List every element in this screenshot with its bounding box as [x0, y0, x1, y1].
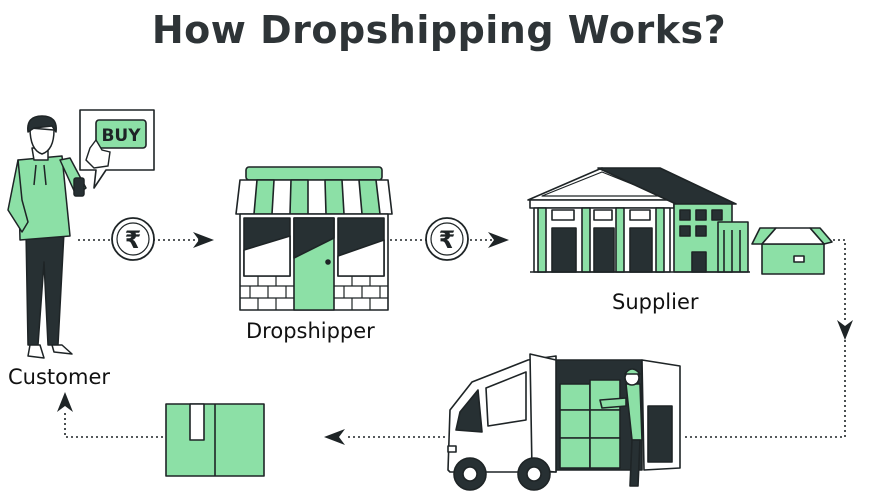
- warehouse-icon: [527, 167, 750, 273]
- shop-icon: [235, 166, 393, 311]
- supplier-label: Supplier: [612, 290, 699, 314]
- flow-van-to-box: [685, 335, 846, 438]
- rupee-symbol: ₹: [439, 226, 456, 254]
- customer-figure: [7, 115, 87, 359]
- arrow-up: [57, 392, 73, 412]
- dropshipper-label: Dropshipper: [246, 319, 375, 343]
- arrow-right-1: [193, 232, 214, 248]
- rupee-symbol: ₹: [125, 226, 142, 254]
- rupee-icon: ₹: [425, 217, 469, 261]
- rupee-icon: ₹: [111, 217, 155, 261]
- flow-supplier-to-van: [828, 239, 846, 320]
- arrow-left: [324, 429, 345, 445]
- closed-box-icon: [165, 403, 265, 477]
- buy-button-label: BUY: [101, 126, 141, 146]
- open-box-icon: [751, 227, 833, 275]
- flow-lines: [64, 239, 846, 438]
- page-title: How Dropshipping Works?: [151, 8, 727, 52]
- buy-bubble-icon: BUY: [79, 109, 155, 189]
- delivery-van-icon: [447, 353, 681, 491]
- arrow-right-2: [488, 232, 509, 248]
- arrow-down: [837, 320, 853, 340]
- flow-box-to-customer: [64, 410, 163, 438]
- customer-label: Customer: [8, 365, 111, 389]
